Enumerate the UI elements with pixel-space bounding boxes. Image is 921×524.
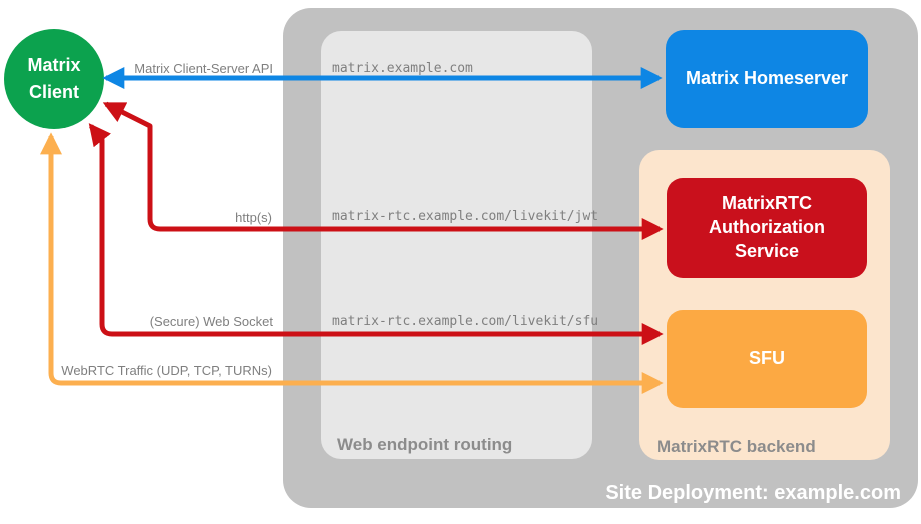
endpoint-livekit-sfu: matrix-rtc.example.com/livekit/sfu <box>332 314 599 329</box>
site-deployment-label: Site Deployment: example.com <box>605 482 901 504</box>
client-server-api-arrow-label: Matrix Client-Server API <box>134 61 273 76</box>
matrixrtc-auth-service-node: MatrixRTC Authorization Service <box>667 178 867 278</box>
matrixrtc-backend-label: MatrixRTC backend <box>657 437 816 456</box>
endpoint-matrix-example-com: matrix.example.com <box>332 61 473 76</box>
matrixrtc-auth-service-label: MatrixRTC Authorization Service <box>709 193 825 261</box>
matrix-homeserver-label: Matrix Homeserver <box>685 68 849 89</box>
matrix-client-label: Matrix Client <box>27 55 81 102</box>
sfu-label: SFU <box>749 348 785 369</box>
endpoint-livekit-jwt: matrix-rtc.example.com/livekit/jwt <box>332 209 599 224</box>
web-endpoint-routing-label: Web endpoint routing <box>337 435 513 454</box>
web-endpoint-routing-box <box>321 31 592 459</box>
https-arrow-label: http(s) <box>235 210 272 225</box>
matrix-client-node: Matrix Client <box>4 29 104 129</box>
matrix-homeserver-node: Matrix Homeserver <box>666 30 868 128</box>
webrtc-traffic-arrow-label: WebRTC Traffic (UDP, TCP, TURNs) <box>61 363 272 378</box>
secure-web-socket-arrow-label: (Secure) Web Socket <box>149 314 273 329</box>
sfu-node: SFU <box>667 310 867 408</box>
